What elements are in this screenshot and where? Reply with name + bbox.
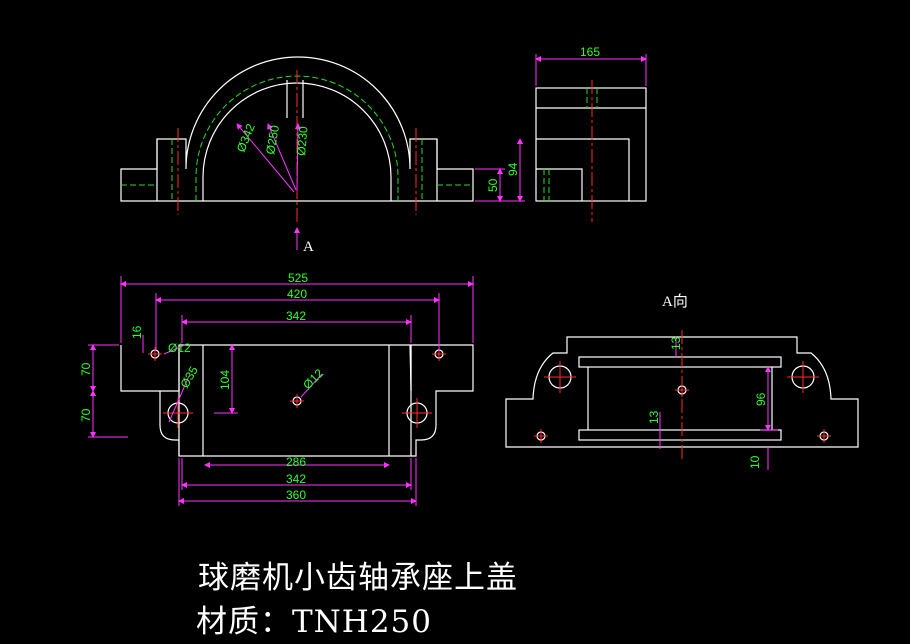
dim-70-bottom: 70 — [79, 408, 93, 422]
dim-d35: Ø35 — [177, 364, 201, 391]
material-note: 材质：TNH250 — [196, 604, 433, 640]
a-view-label: A向 — [662, 293, 688, 310]
dim-16: 16 — [130, 325, 144, 339]
dim-d230: Ø230 — [294, 125, 311, 156]
dim-70-top: 70 — [79, 362, 93, 376]
dim-525: 525 — [288, 271, 308, 285]
dim-94: 94 — [506, 162, 520, 176]
dim-d250: Ø250 — [263, 124, 282, 156]
dim-d342: Ø342 — [234, 121, 258, 154]
dim-342-bottom: 342 — [286, 472, 306, 486]
dim-360: 360 — [286, 488, 306, 502]
dim-hole-d12-left: Ø12 — [168, 341, 191, 355]
dim-13-bottom: 13 — [647, 410, 661, 424]
side-view — [535, 87, 647, 202]
front-view — [120, 56, 474, 202]
dim-286: 286 — [286, 455, 306, 469]
dim-104: 104 — [218, 370, 232, 390]
dim-96: 96 — [754, 392, 768, 406]
dim-342-top: 342 — [286, 309, 306, 323]
dim-10: 10 — [748, 455, 762, 469]
dim-hole-d12-center: Ø12 — [300, 366, 326, 392]
view-direction-mark: A — [303, 239, 314, 255]
dim-420: 420 — [287, 287, 307, 301]
dim-13-top: 13 — [669, 336, 683, 350]
dim-50: 50 — [486, 178, 500, 192]
drawing-title: 球磨机小齿轴承座上盖 — [198, 560, 518, 596]
dim-165: 165 — [580, 45, 600, 59]
